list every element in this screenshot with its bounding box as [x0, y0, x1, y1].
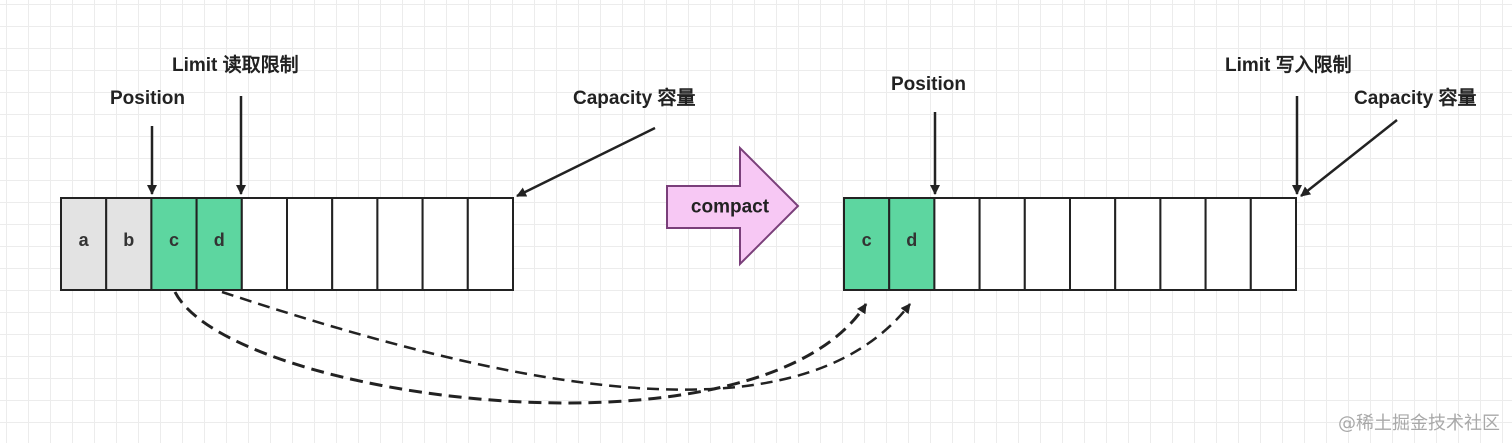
- compact-label: compact: [690, 196, 770, 218]
- right_buffer-cell: [1159, 197, 1207, 291]
- right_buffer-cell: [1249, 197, 1298, 291]
- left-capacity-label: Capacity 容量: [573, 88, 696, 109]
- right-capacity-label: Capacity 容量: [1354, 88, 1477, 109]
- left_buffer-cell-label: d: [213, 230, 225, 250]
- left_buffer-cell: [150, 197, 198, 291]
- compact-arrow: [666, 145, 800, 267]
- left_buffer-cell: [421, 197, 469, 291]
- right_buffer-cell: [1069, 197, 1117, 291]
- move-arrow-c: [173, 291, 868, 405]
- watermark: @稀土掘金技术社区: [1338, 413, 1500, 434]
- right-buffer: [843, 197, 1298, 291]
- left_buffer-cell: [331, 197, 379, 291]
- right_buffer-cell-label: c: [861, 230, 872, 250]
- left_buffer-cell: [60, 197, 108, 291]
- right_buffer-cell: [978, 197, 1026, 291]
- right_buffer-cell: [888, 197, 936, 291]
- right-capacity-arrow: [1300, 119, 1398, 197]
- right-position-label: Position: [891, 74, 966, 95]
- left_buffer-cell: [286, 197, 334, 291]
- right_buffer-cell: [1204, 197, 1252, 291]
- left-buffer: [60, 197, 514, 291]
- left_buffer-cell-label: b: [123, 230, 135, 250]
- right_buffer-cell-label: d: [906, 230, 918, 250]
- left_buffer-cell: [240, 197, 289, 291]
- left-capacity-arrow: [516, 126, 656, 198]
- left_buffer-cell-label: c: [168, 230, 180, 250]
- right-limit-label: Limit 写入限制: [1225, 55, 1352, 76]
- right_buffer-cell: [933, 197, 981, 291]
- left_buffer-cell: [105, 197, 153, 291]
- move-arrow-d: [221, 290, 911, 391]
- left_buffer-cell-label: a: [78, 230, 89, 250]
- left-limit-label: Limit 读取限制: [172, 55, 299, 76]
- left_buffer-cell: [466, 197, 514, 291]
- left_buffer-cell: [376, 197, 424, 291]
- left-position-label: Position: [110, 88, 185, 109]
- right_buffer-cell: [1023, 197, 1072, 291]
- right_buffer-cell: [1114, 197, 1162, 291]
